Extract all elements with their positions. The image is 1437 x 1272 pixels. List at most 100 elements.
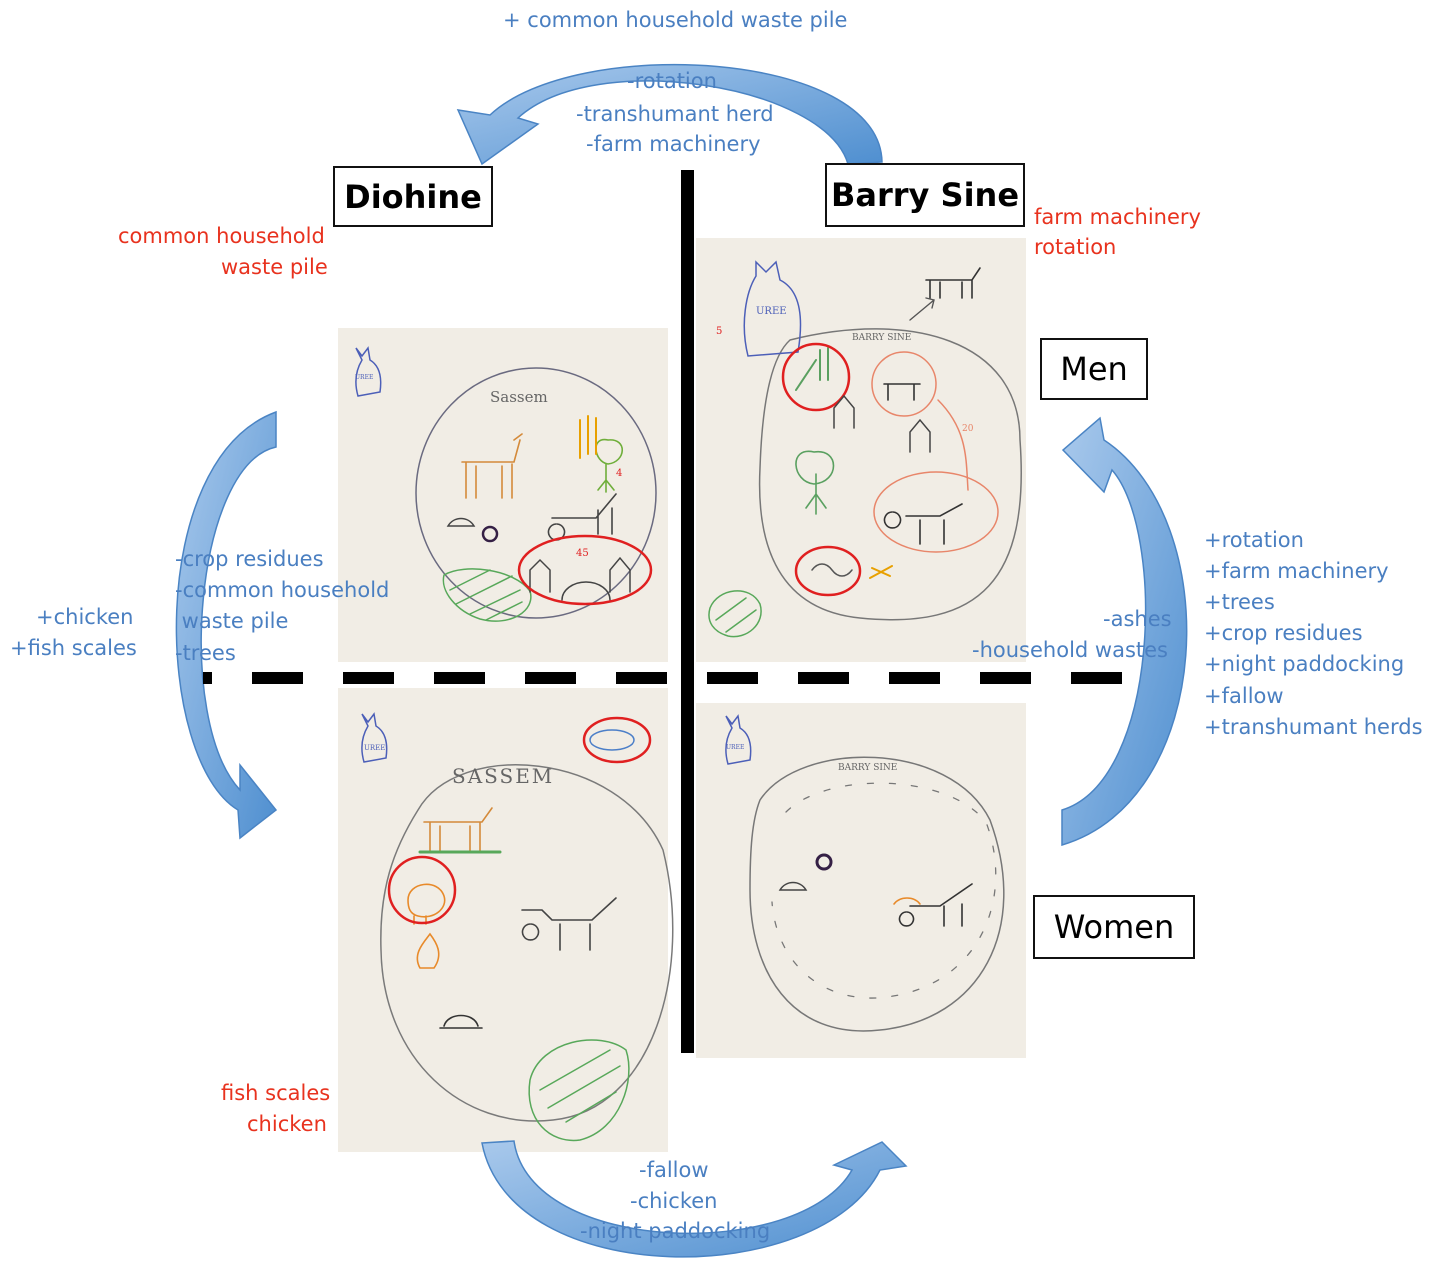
diohine-men-red-label: common household: [118, 224, 325, 248]
right-arrow-outer-line: +rotation: [1204, 528, 1304, 552]
diohine-women-red-label: chicken: [247, 1112, 327, 1136]
arrow-sketch: [909, 297, 935, 321]
top-arrow-line: -transhumant herd: [576, 102, 774, 126]
arrow-left: [175, 410, 278, 840]
dash: [343, 672, 394, 684]
right-arrow-outer-line: +trees: [1204, 590, 1275, 614]
cow-sketch: [883, 383, 921, 401]
fallow-hatch: [528, 1039, 630, 1142]
paddock-circle: [873, 471, 999, 553]
sketch-mark: 5: [716, 326, 723, 337]
waste-sketch: [481, 525, 499, 543]
dash: [203, 672, 212, 684]
horse-cart-sketch: [547, 493, 617, 541]
fallow-hatch: [442, 568, 532, 622]
drawing-diohine-men: [338, 328, 668, 662]
cow-sketch: [461, 433, 523, 499]
bag-sketch: [361, 712, 388, 763]
fire-sketch: [416, 932, 440, 969]
sketch-bag-label: UREE: [364, 744, 386, 752]
waste-sketch: [815, 853, 833, 871]
dash: [707, 672, 758, 684]
bag-sketch: [743, 260, 802, 357]
dash: [889, 672, 940, 684]
cart-color: [893, 897, 921, 905]
sketch-bag-label: UREE: [726, 744, 745, 751]
dash: [798, 672, 849, 684]
top-arrow-line: -farm machinery: [586, 132, 761, 156]
right-arrow-outer-line: +farm machinery: [1204, 559, 1389, 583]
dash: [980, 672, 1031, 684]
sketch-diohine-men: [355, 346, 657, 622]
arrow-top: [456, 63, 883, 166]
right-arrow-inner-line: -ashes: [1103, 607, 1172, 631]
right-arrow-outer-line: +night paddocking: [1204, 652, 1405, 676]
millet-sketch: [869, 565, 893, 579]
dash: [1071, 672, 1122, 684]
highlight-circle: [387, 855, 457, 925]
right-arrow-outer-line: +fallow: [1204, 684, 1284, 708]
right-arrow-inner-line: -household wastes: [972, 638, 1168, 662]
paddock-circle: [871, 351, 937, 417]
barry-sine-men-red-label: rotation: [1034, 235, 1117, 259]
highlight-circle: [582, 716, 652, 764]
sketch-title: BARRY SINE: [838, 763, 898, 773]
horse-cart-sketch: [898, 883, 973, 927]
crop-sketch: [795, 347, 829, 391]
route-sketch: [937, 399, 969, 491]
village-label-diohine: Diohine: [333, 166, 493, 227]
sketch-mark: 20: [962, 424, 974, 434]
sketch-diohine-women: [361, 712, 674, 1142]
fish-sketch: [589, 729, 635, 751]
left-arrow-outer-line: +chicken: [36, 605, 134, 629]
pot-sketch: [778, 881, 808, 891]
horse-cart-sketch: [521, 897, 617, 951]
highlight-circle: [794, 545, 862, 597]
diohine-men-red-label: waste pile: [221, 255, 328, 279]
sketch-barry-sine-women: [725, 714, 1005, 1032]
pot-sketch: [439, 1014, 483, 1029]
ashes-sketch: [811, 563, 853, 577]
houses-sketch: [833, 394, 931, 453]
right-arrow-outer-line: +crop residues: [1204, 621, 1363, 645]
sketch-bag-label: UREE: [756, 306, 787, 317]
left-arrow-inner-line: -common household: [175, 578, 390, 602]
fallow-hatch: [708, 590, 762, 638]
left-arrow-inner-line: waste pile: [175, 609, 289, 633]
sketch-title: Sassem: [490, 388, 548, 406]
tree-sketch: [795, 450, 835, 515]
bag-sketch: [725, 714, 752, 765]
highlight-circle: [781, 342, 851, 412]
millet-sketch: [579, 415, 597, 459]
bag-sketch: [355, 346, 382, 397]
horse-cart-sketch: [883, 503, 963, 545]
drawing-barry-sine-women: [696, 703, 1026, 1058]
group-label-men: Men: [1040, 338, 1148, 400]
bottom-arrow-line: -night paddocking: [580, 1219, 771, 1243]
arrow-bottom: [481, 1140, 908, 1258]
dash: [616, 672, 667, 684]
vertical-divider: [681, 170, 694, 1053]
top-arrow-header: + common household waste pile: [503, 8, 848, 32]
sketch-mark: 45: [576, 548, 589, 559]
houses-sketch: [529, 556, 631, 601]
turtle-sketch: [446, 517, 476, 527]
dash: [525, 672, 576, 684]
bottom-arrow-line: -chicken: [630, 1189, 718, 1213]
left-arrow-inner-line: -crop residues: [175, 547, 324, 571]
bottom-arrow-line: -fallow: [639, 1158, 709, 1182]
cow-sketch: [419, 807, 497, 853]
group-label-women: Women: [1033, 895, 1195, 959]
drawing-barry-sine-men: [696, 238, 1026, 662]
arrow-right: [1061, 416, 1188, 847]
dash: [434, 672, 485, 684]
sketch-bag-label: UREE: [355, 374, 374, 381]
village-label-barry-sine: Barry Sine: [825, 163, 1025, 227]
sketch-barry-sine-men: [708, 260, 1022, 638]
right-arrow-outer-line: +transhumant herds: [1204, 715, 1423, 739]
barry-sine-men-red-label: farm machinery: [1034, 205, 1201, 229]
left-arrow-outer-line: +fish scales: [10, 636, 137, 660]
diohine-women-red-label: fish scales: [221, 1081, 331, 1105]
dash: [252, 672, 303, 684]
